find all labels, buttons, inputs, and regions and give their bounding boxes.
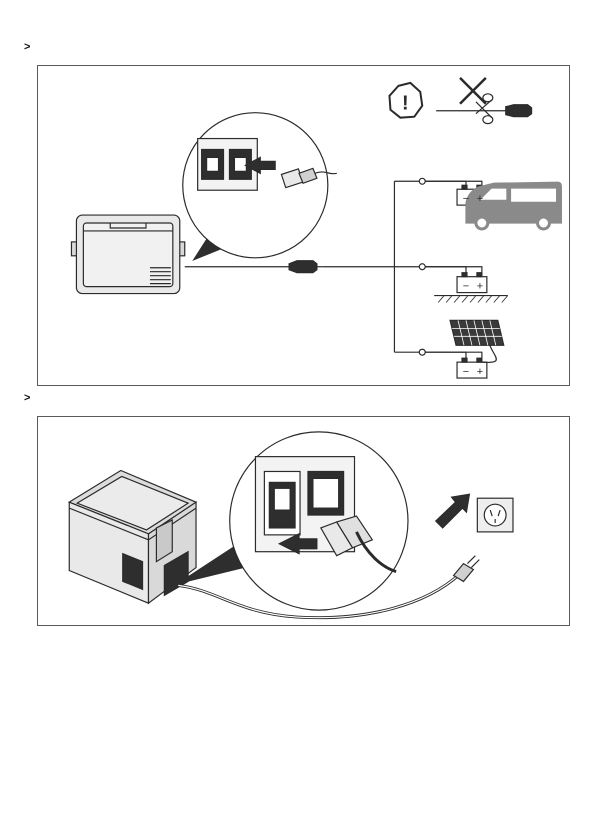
warning-exclamation: !: [402, 93, 409, 115]
battery3-minus: −: [463, 366, 469, 378]
figure-ac-connection: [37, 416, 570, 626]
figure-dc-connection: ! − + − + − +: [37, 65, 570, 386]
battery2-minus: −: [463, 281, 469, 293]
cigarette-lighter-plug: [289, 261, 323, 273]
battery2-plus: +: [477, 281, 483, 293]
battery3-plus: +: [477, 366, 483, 378]
ac-connection-diagram: [38, 417, 569, 625]
dc-connection-diagram: ! − + − + − +: [38, 66, 569, 385]
step-marker-2: >: [24, 393, 30, 404]
socket-zoom: [230, 432, 408, 610]
ground: [434, 296, 508, 303]
dc-socket-zoom: [183, 113, 337, 258]
step-marker-1: >: [24, 42, 30, 53]
battery1-plus: +: [477, 193, 483, 205]
battery1-minus: −: [463, 193, 469, 205]
solar-panel: [450, 320, 504, 362]
scissors-icon: [436, 78, 531, 124]
cooler-box-3d: [69, 470, 196, 603]
van: [466, 182, 561, 229]
cooler-box: [71, 215, 184, 294]
power-plug: [454, 556, 480, 582]
arrow: [436, 494, 470, 528]
wall-outlet: [477, 498, 513, 532]
